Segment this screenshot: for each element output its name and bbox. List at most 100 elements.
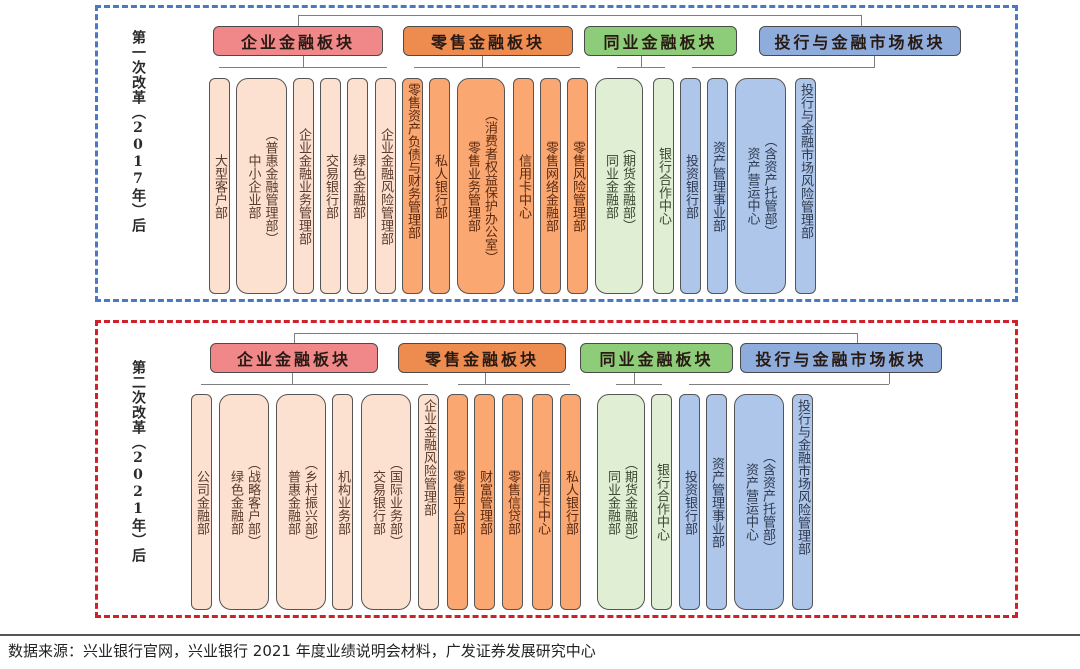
dept-sub-label: （普惠金融管理部）	[262, 127, 278, 245]
sector-interbank-finance: 同业金融板块	[584, 26, 737, 56]
sector-corporate-finance: 企业金融板块	[210, 343, 378, 373]
connector	[634, 373, 635, 384]
dept-corp-risk-mgmt: 企业金融风险管理部	[375, 78, 396, 294]
dept-label: 交易银行部	[370, 469, 385, 535]
connector	[641, 56, 642, 67]
dept-sub-label: （战略客户部）	[245, 456, 260, 548]
dept-label: 信用卡中心	[516, 153, 531, 219]
dept-asset-operations-center: （含资产托管部）资产营运中心	[735, 78, 786, 294]
dept-retail-alm-finance: 零售资产负债与财务管理部	[402, 78, 423, 294]
connector	[298, 15, 861, 16]
connector	[617, 67, 665, 68]
dept-label: 零售业务管理部	[465, 140, 480, 232]
dept-label: 企业金融风险管理部	[378, 127, 393, 245]
dept-label: 普惠金融部	[285, 469, 300, 535]
dept-sub-label: （乡村振兴部）	[302, 456, 317, 548]
dept-label: 零售资产负债与财务管理部	[405, 83, 420, 239]
dept-sub-label: （消费者权益保护办公室）	[482, 108, 497, 264]
dept-ib-markets-risk-mgmt: 投行与金融市场风险管理部	[795, 78, 816, 294]
dept-label: 绿色金融部	[350, 153, 365, 219]
dept-label: 资产营运中心	[744, 147, 760, 225]
dept-retail-credit: 零售信贷部	[502, 394, 523, 610]
connector	[861, 15, 862, 27]
sector-corporate-finance: 企业金融板块	[213, 26, 383, 56]
reform-2021-frame	[95, 320, 1018, 618]
dept-interbank-finance: （期货金融部）同业金融部	[595, 78, 643, 294]
dept-credit-card-center: 信用卡中心	[513, 78, 534, 294]
dept-label: 资产管理事业部	[709, 456, 724, 548]
reform-2017-label: 第一次改革（2017年）后	[130, 30, 146, 233]
connector	[294, 333, 857, 334]
dept-sub-label: （期货金融部）	[620, 140, 635, 232]
dept-ib-markets-risk-mgmt: 投行与金融市场风险管理部	[792, 394, 813, 610]
dept-label: 信用卡中心	[535, 469, 550, 535]
connector	[857, 333, 858, 343]
connector	[689, 384, 889, 385]
dept-bank-cooperation-center: 银行合作中心	[653, 78, 674, 294]
dept-label: 银行合作中心	[656, 147, 671, 225]
dept-label: 私人银行部	[432, 153, 447, 219]
source-divider	[0, 634, 1080, 636]
dept-label: 公司金融部	[194, 469, 209, 535]
dept-transaction-banking: （国际业务部）交易银行部	[361, 394, 411, 610]
dept-label: 交易银行部	[323, 153, 338, 219]
dept-interbank-finance: （期货金融部）同业金融部	[597, 394, 645, 610]
dept-sub-label: （含资产托管部）	[761, 134, 777, 238]
dept-sub-label: （含资产托管部）	[760, 450, 775, 554]
dept-label: 零售风险管理部	[570, 140, 585, 232]
dept-investment-banking: 投资银行部	[680, 78, 701, 294]
dept-label: 资产管理事业部	[710, 140, 725, 232]
dept-label: 财富管理部	[477, 469, 492, 535]
dept-institutional-business: 机构业务部	[332, 394, 353, 610]
connector	[889, 373, 890, 384]
connector	[298, 15, 299, 27]
dept-label: 投资银行部	[682, 469, 697, 535]
dept-label: 资产营运中心	[743, 463, 758, 541]
dept-label: 绿色金融部	[228, 469, 243, 535]
dept-corp-risk-mgmt: 企业金融风险管理部	[418, 394, 439, 610]
connector	[482, 56, 483, 67]
dept-corporate-finance: 公司金融部	[191, 394, 212, 610]
dept-large-clients: 大型客户部	[209, 78, 230, 294]
dept-retail-business-mgmt: （消费者权益保护办公室）零售业务管理部	[457, 78, 505, 294]
dept-credit-card-center: 信用卡中心	[532, 394, 553, 610]
dept-label: 银行合作中心	[654, 463, 669, 541]
dept-corp-business-mgmt: 企业金融业务管理部	[293, 78, 314, 294]
dept-label: 私人银行部	[563, 469, 578, 535]
dept-investment-banking: 投资银行部	[679, 394, 700, 610]
dept-retail-online-finance: 零售网络金融部	[540, 78, 561, 294]
dept-asset-management: 资产管理事业部	[706, 394, 727, 610]
dept-inclusive-finance: （乡村振兴部）普惠金融部	[276, 394, 326, 610]
dept-wealth-management: 财富管理部	[474, 394, 495, 610]
dept-label: 零售平台部	[450, 469, 465, 535]
dept-label: 中小企业部	[245, 153, 261, 219]
dept-label: 投行与金融市场风险管理部	[798, 83, 813, 239]
sector-investment-banking-markets: 投行与金融市场板块	[759, 26, 961, 56]
connector	[292, 373, 293, 384]
dept-label: 机构业务部	[335, 469, 350, 535]
dept-label: 同业金融部	[605, 469, 620, 535]
dept-label: 同业金融部	[603, 153, 618, 219]
dept-private-banking: 私人银行部	[560, 394, 581, 610]
dept-transaction-banking: 交易银行部	[320, 78, 341, 294]
dept-label: 零售网络金融部	[543, 140, 558, 232]
dept-label: 投资银行部	[683, 153, 698, 219]
dept-retail-risk-mgmt: 零售风险管理部	[567, 78, 588, 294]
dept-bank-cooperation-center: 银行合作中心	[651, 394, 672, 610]
dept-label: 投行与金融市场风险管理部	[795, 399, 810, 555]
dept-label: 大型客户部	[212, 153, 227, 219]
sector-interbank-finance: 同业金融板块	[580, 343, 733, 373]
dept-asset-management: 资产管理事业部	[707, 78, 728, 294]
data-source-note: 数据来源：兴业银行官网，兴业银行 2021 年度业绩说明会材料，广发证券发展研究…	[8, 642, 596, 660]
connector	[414, 67, 580, 68]
sector-retail-finance: 零售金融板块	[403, 26, 573, 56]
dept-asset-operations-center: （含资产托管部）资产营运中心	[734, 394, 784, 610]
connector	[294, 333, 295, 343]
sector-retail-finance: 零售金融板块	[398, 343, 566, 373]
dept-label: 零售信贷部	[505, 469, 520, 535]
reform-2017-frame	[95, 5, 1018, 302]
dept-green-finance: 绿色金融部	[347, 78, 368, 294]
dept-retail-platform: 零售平台部	[447, 394, 468, 610]
dept-private-banking: 私人银行部	[429, 78, 450, 294]
connector	[485, 373, 486, 384]
